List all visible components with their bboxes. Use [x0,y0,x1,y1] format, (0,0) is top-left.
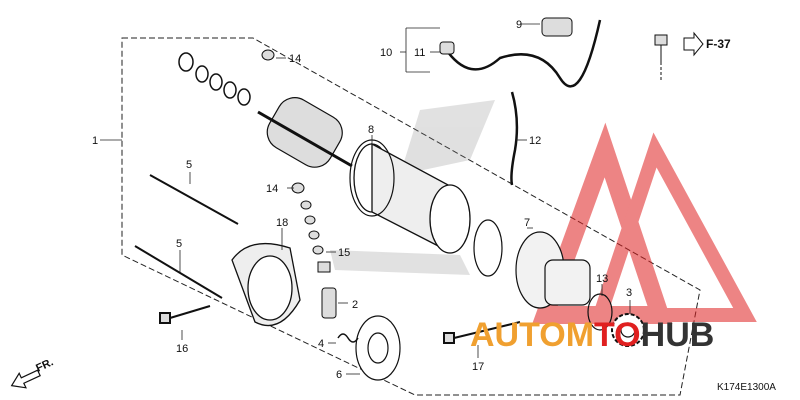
brush-holder [355,315,401,381]
spring [337,333,359,343]
long-bolts [134,174,239,299]
front-cover [231,242,301,327]
watermark-part3: HUB [641,316,715,354]
callout-15: 15 [338,247,350,259]
callout-3: 3 [626,287,632,299]
leader-lines [100,23,631,375]
callout-13: 13 [596,273,608,285]
watermark-part1: AUTOM [470,316,594,354]
motor-yoke [353,142,471,254]
callout-11: 11 [414,47,425,59]
honda-wing-watermark [330,100,495,275]
watermark-part2: TO [594,316,641,354]
front-direction-arrow-icon [10,369,41,389]
assembly-frame [121,37,701,396]
nut-washer-stack [261,49,331,273]
callout-17: 17 [472,361,484,373]
watermark-logo-icon [532,122,757,324]
o-ring-13 [587,293,613,331]
terminal-cap-9 [541,17,573,37]
callout-2: 2 [352,299,358,311]
short-bolt-16 [159,305,211,324]
callout-1: 1 [92,135,98,147]
o-ring-set [178,52,251,106]
washer-disc [473,219,503,277]
callout-18: 18 [276,217,288,229]
short-bolt-17 [443,321,521,344]
reference-screw-icon [654,34,668,80]
callout-5-upper: 5 [186,159,192,171]
brush [321,287,337,319]
reference-label: F-37 [706,37,731,51]
watermark-text: AUTOMTOHUB [470,316,714,354]
callout-7: 7 [524,217,530,229]
front-direction-label: FR. [34,356,55,374]
callout-6: 6 [336,369,342,381]
callout-16: 16 [176,343,188,355]
callout-12: 12 [529,135,541,147]
callout-14-upper: 14 [289,53,301,65]
diagram-code: K174E1300A [717,382,776,393]
callout-10: 10 [380,47,392,59]
reference-arrow-icon [683,31,704,57]
end-cover [515,231,591,309]
callout-5-lower: 5 [176,238,182,250]
callout-8: 8 [368,124,374,136]
callout-14-lower: 14 [266,183,278,195]
starter-cables [443,19,602,186]
pinion-gear [611,313,645,347]
terminal-boot-11 [439,41,455,55]
callout-4: 4 [318,338,324,350]
armature [257,97,353,168]
callout-9: 9 [516,19,522,31]
